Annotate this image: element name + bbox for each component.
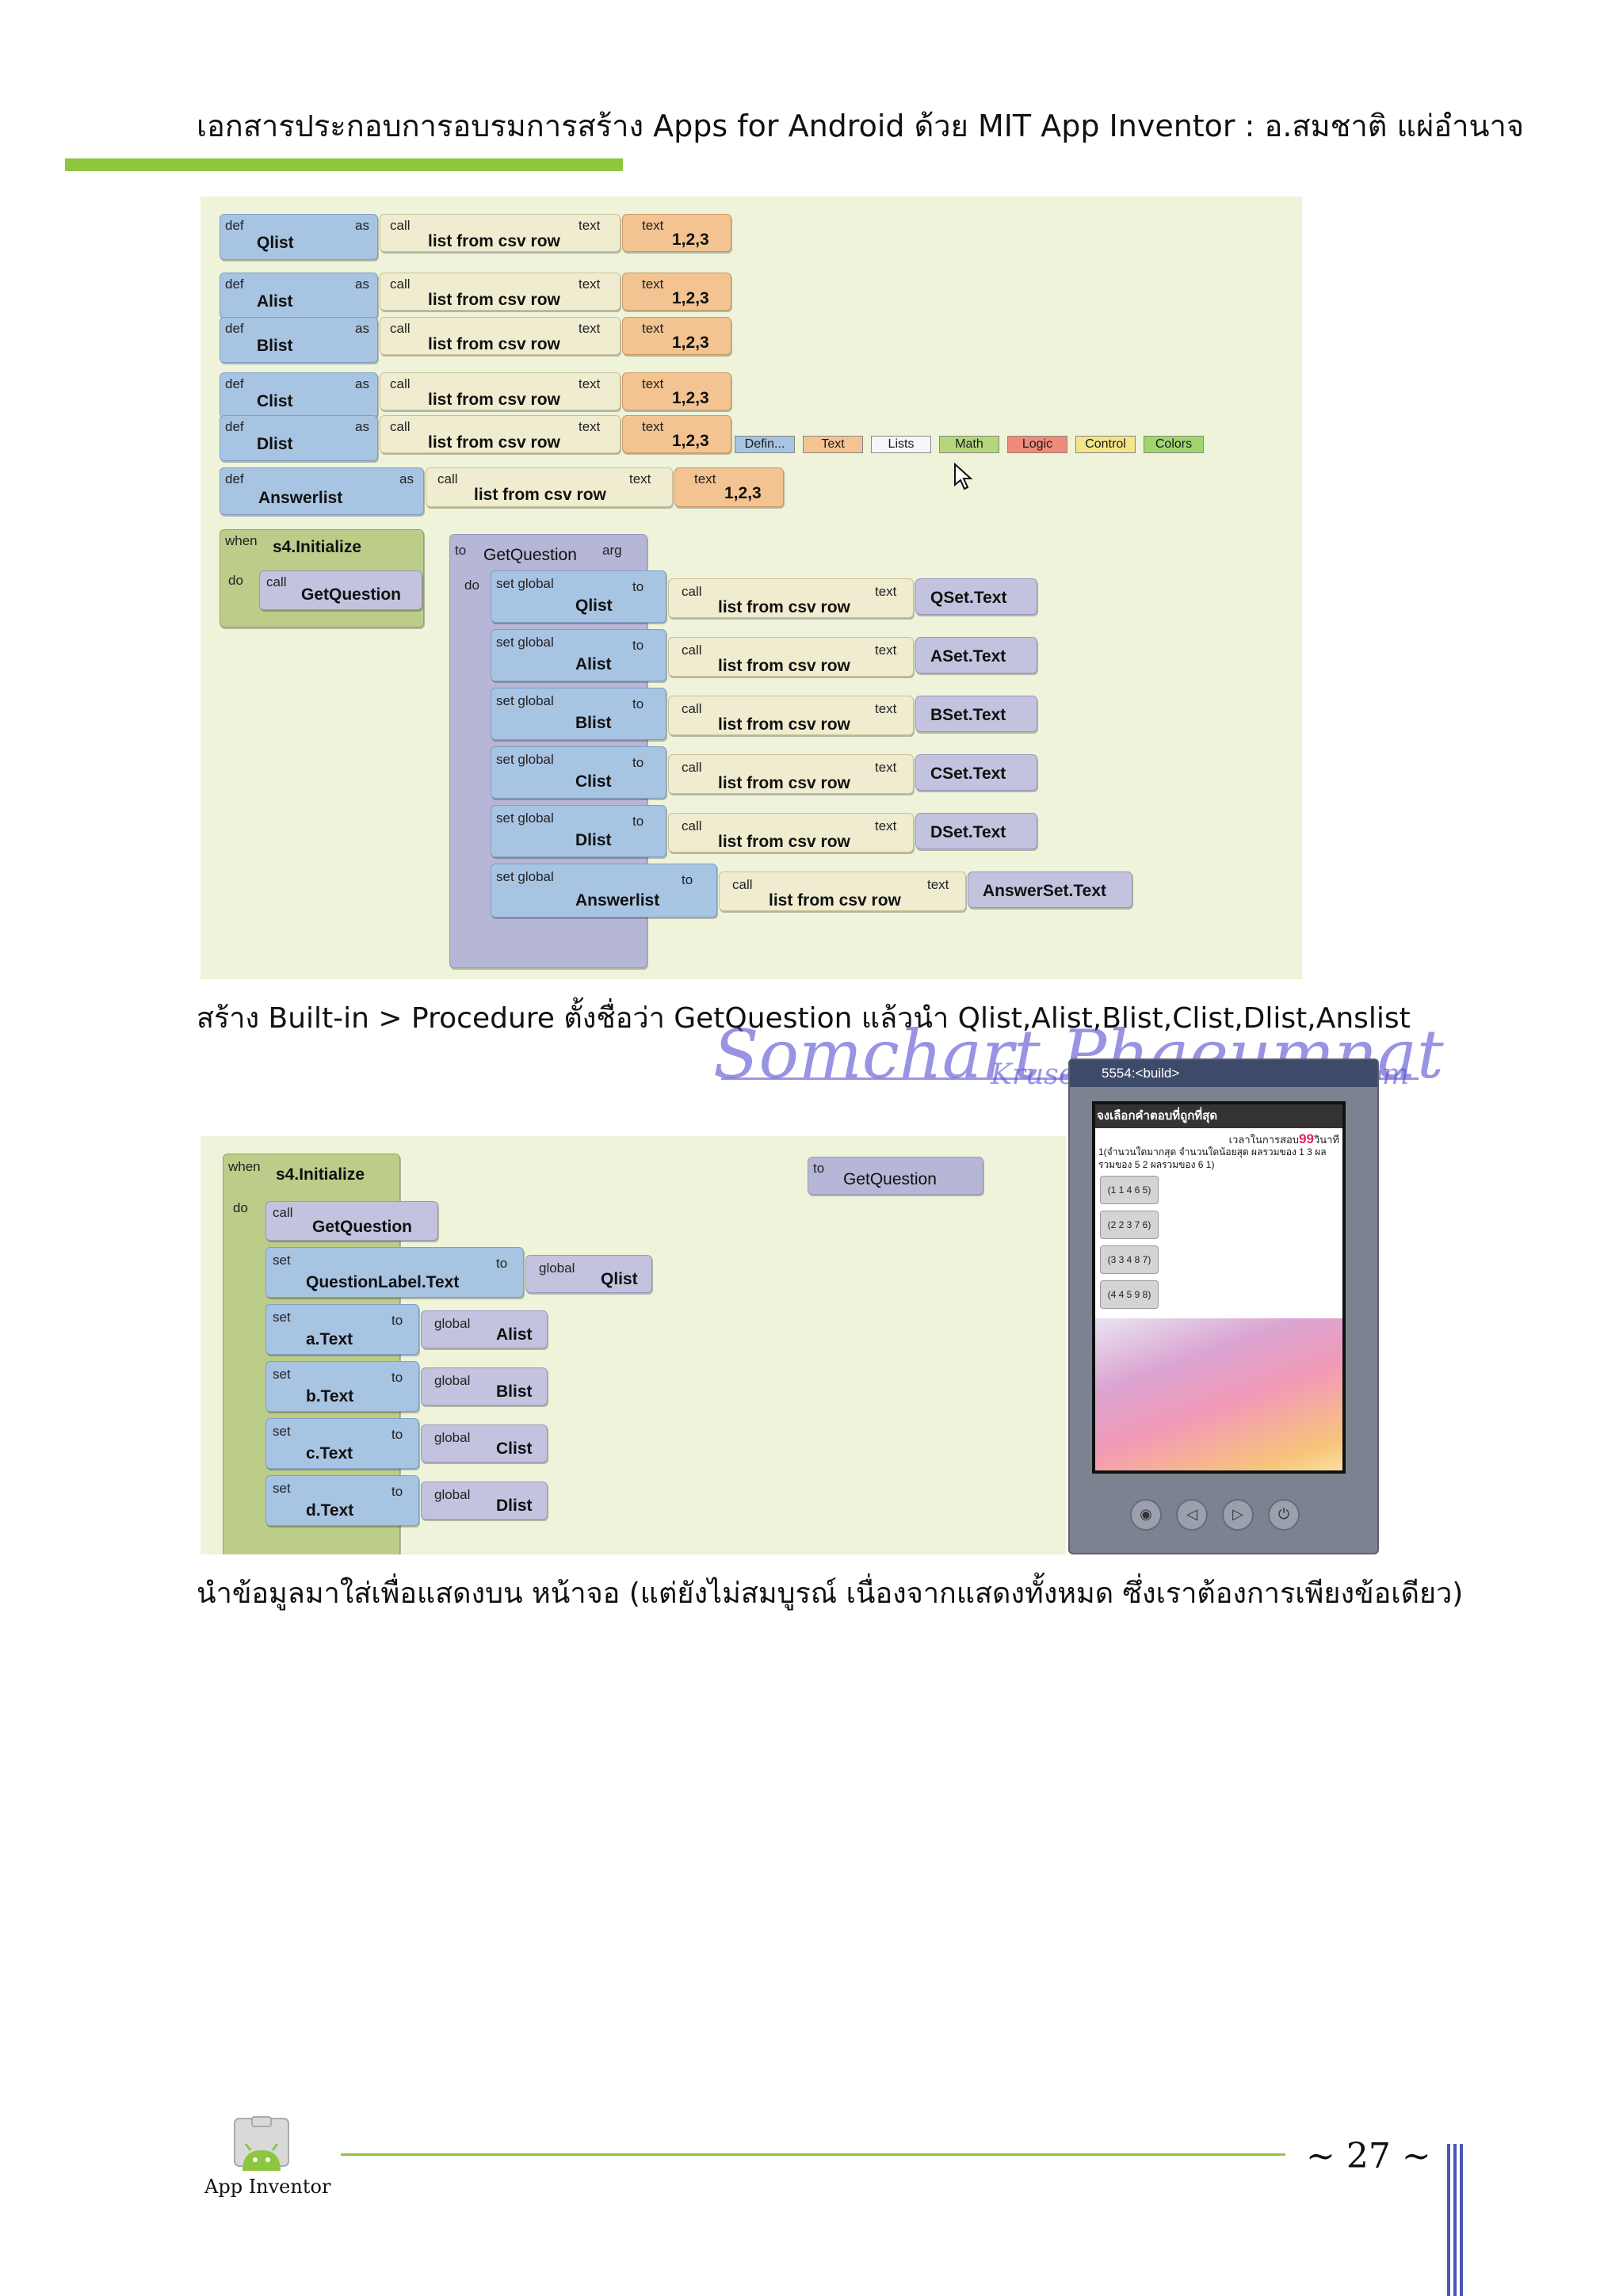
set-global-dlist[interactable]: set global to Dlist — [491, 805, 666, 857]
get-global-clist[interactable]: global Clist — [421, 1425, 548, 1463]
set-global-blist[interactable]: set global to Blist — [491, 688, 666, 740]
blocks-figure-2: when s4.Initialize do call GetQuestion s… — [200, 1136, 1066, 1554]
caption-1: สร้าง Built-in > Procedure ตั้งชื่อว่า G… — [197, 1002, 1411, 1035]
def-block-dlist[interactable]: def as Dlist — [220, 415, 378, 461]
def-block-alist[interactable]: def as Alist — [220, 273, 378, 318]
caption-2: นำข้อมูลมาใส่เพื่อแสดงบน หน้าจอ (แต่ยังไ… — [197, 1577, 1464, 1610]
header-accent-bar — [65, 158, 623, 171]
def-block-clist[interactable]: def as Clist — [220, 372, 378, 418]
text-value-answerlist[interactable]: text 1,2,3 — [674, 467, 784, 507]
csv-call-dlist[interactable]: call text list from csv row — [380, 415, 621, 453]
drawer-text[interactable]: Text — [803, 436, 863, 453]
page-header: เอกสารประกอบการอบรมการสร้าง Apps for And… — [197, 109, 1525, 143]
footer-vertical-rule-1 — [1447, 2144, 1450, 2296]
source-answerset-text[interactable]: AnswerSet.Text — [968, 871, 1132, 908]
procedure-getquestion-collapsed[interactable]: to GetQuestion — [808, 1157, 983, 1195]
def-block-qlist[interactable]: def as Qlist — [220, 214, 378, 260]
set-a-text[interactable]: set to a.Text — [265, 1304, 419, 1355]
set-global-alist[interactable]: set global to Alist — [491, 629, 666, 681]
drawer-lists[interactable]: Lists — [871, 436, 931, 453]
choice-d-button[interactable]: (4 4 5 9 8) — [1100, 1280, 1159, 1309]
app-inventor-logo-icon — [234, 2116, 289, 2171]
volume-up-icon[interactable]: ▷ — [1222, 1499, 1254, 1531]
drawer-colors[interactable]: Colors — [1144, 436, 1204, 453]
app-inventor-label: App Inventor — [204, 2176, 331, 2198]
get-global-blist[interactable]: global Blist — [421, 1367, 548, 1405]
source-cset-text[interactable]: CSet.Text — [915, 754, 1037, 791]
screen-title: จงเลือกคำตอบที่ถูกที่สุด — [1095, 1104, 1342, 1128]
set-global-clist[interactable]: set global to Clist — [491, 746, 666, 799]
drawer-logic[interactable]: Logic — [1007, 436, 1067, 453]
question-label: 1(จำนวนใดมากสุด จำนวนใดน้อยสุด ผลรวมของ … — [1098, 1146, 1327, 1170]
set-csv-call-blist[interactable]: call text list from csv row — [668, 696, 914, 735]
page-number: ~ 27 ~ — [1306, 2136, 1431, 2176]
background-gradient-image — [1095, 1318, 1342, 1470]
get-global-qlist[interactable]: global Qlist — [525, 1255, 652, 1293]
volume-down-icon[interactable]: ◁ — [1176, 1499, 1208, 1531]
footer-rule — [341, 2153, 1285, 2156]
camera-icon[interactable]: ◉ — [1130, 1499, 1162, 1531]
choice-b-button[interactable]: (2 2 3 7 6) — [1100, 1211, 1159, 1239]
csv-call-alist[interactable]: call text list from csv row — [380, 273, 621, 311]
text-value-qlist[interactable]: text 1,2,3 — [622, 214, 731, 252]
footer-vertical-rule-2 — [1453, 2144, 1457, 2296]
set-csv-call-alist[interactable]: call text list from csv row — [668, 637, 914, 677]
mouse-cursor-icon — [954, 463, 973, 490]
def-block-answerlist[interactable]: def as Answerlist — [220, 467, 424, 515]
text-value-blist[interactable]: text 1,2,3 — [622, 317, 731, 355]
text-value-clist[interactable]: text 1,2,3 — [622, 372, 731, 410]
drawer-math[interactable]: Math — [939, 436, 999, 453]
source-qset-text[interactable]: QSet.Text — [915, 578, 1037, 615]
set-csv-call-answerlist[interactable]: call text list from csv row — [719, 871, 966, 911]
csv-call-qlist[interactable]: call text list from csv row — [380, 214, 621, 252]
source-dset-text[interactable]: DSet.Text — [915, 813, 1037, 849]
set-csv-call-dlist[interactable]: call text list from csv row — [668, 813, 914, 852]
emulator-titlebar: 5554:<build> — [1070, 1060, 1377, 1087]
csv-call-clist[interactable]: call text list from csv row — [380, 372, 621, 410]
call-getquestion-2[interactable]: call GetQuestion — [265, 1201, 438, 1241]
source-aset-text[interactable]: ASet.Text — [915, 637, 1037, 673]
set-questionlabel-text[interactable]: set to QuestionLabel.Text — [265, 1247, 524, 1298]
set-global-qlist[interactable]: set global to Qlist — [491, 570, 666, 623]
set-b-text[interactable]: set to b.Text — [265, 1361, 419, 1412]
call-getquestion[interactable]: call GetQuestion — [259, 570, 422, 610]
source-bset-text[interactable]: BSet.Text — [915, 696, 1037, 732]
set-d-text[interactable]: set to d.Text — [265, 1475, 419, 1526]
phone-emulator: 5554:<build> จงเลือกคำตอบที่ถูกที่สุด เว… — [1068, 1058, 1379, 1554]
power-icon[interactable]: ⏻ — [1268, 1499, 1300, 1531]
get-global-alist[interactable]: global Alist — [421, 1310, 548, 1348]
phone-screen: จงเลือกคำตอบที่ถูกที่สุด เวลาในการสอบ99ว… — [1092, 1101, 1346, 1474]
timer-label: เวลาในการสอบ99วินาที — [1228, 1131, 1339, 1146]
get-global-dlist[interactable]: global Dlist — [421, 1482, 548, 1520]
blocks-figure-1: def as Qlist call text list from csv row… — [200, 196, 1302, 979]
drawer-control[interactable]: Control — [1075, 436, 1136, 453]
set-c-text[interactable]: set to c.Text — [265, 1418, 419, 1469]
choice-a-button[interactable]: (1 1 4 6 5) — [1100, 1176, 1159, 1204]
text-value-dlist[interactable]: text 1,2,3 — [622, 415, 731, 453]
choice-c-button[interactable]: (3 3 4 8 7) — [1100, 1245, 1159, 1274]
set-global-answerlist[interactable]: set global to Answerlist — [491, 864, 717, 917]
footer-vertical-rule-3 — [1460, 2144, 1463, 2296]
def-block-blist[interactable]: def as Blist — [220, 317, 378, 363]
drawer-definition[interactable]: Defin... — [735, 436, 795, 453]
text-value-alist[interactable]: text 1,2,3 — [622, 273, 731, 311]
set-csv-call-qlist[interactable]: call text list from csv row — [668, 578, 914, 618]
set-csv-call-clist[interactable]: call text list from csv row — [668, 754, 914, 794]
csv-call-answerlist[interactable]: call text list from csv row — [426, 467, 673, 507]
csv-call-blist[interactable]: call text list from csv row — [380, 317, 621, 355]
